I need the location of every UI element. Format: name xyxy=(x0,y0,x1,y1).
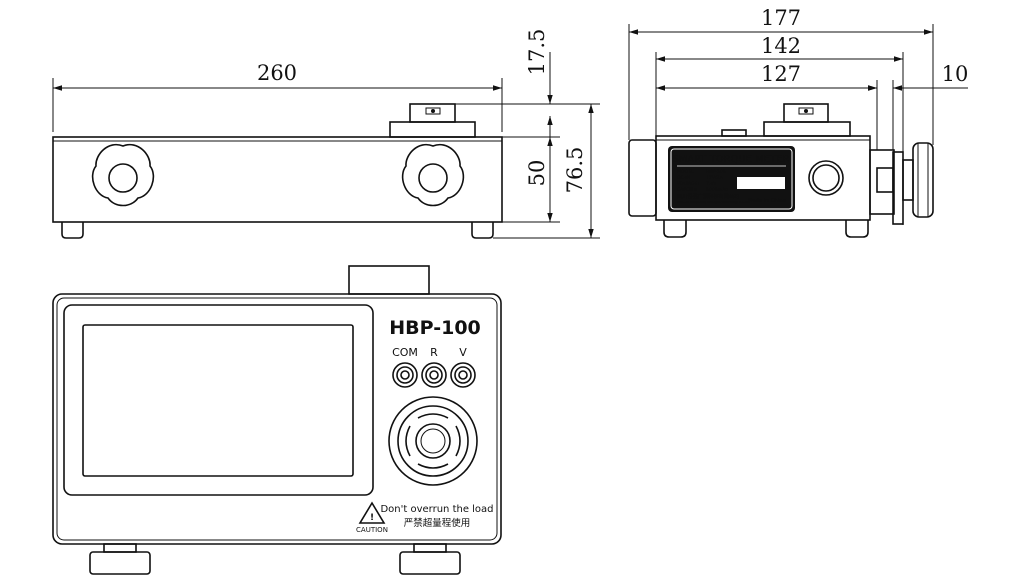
front-view: HBP-100 COM R V xyxy=(52,265,502,575)
side-top-fixture xyxy=(389,103,476,138)
port-label-com: COM xyxy=(392,346,418,359)
dimension-depth-mid-label: 142 xyxy=(761,34,801,58)
nav-down-key[interactable] xyxy=(417,463,449,469)
side-knob-right xyxy=(401,143,465,207)
nameplate-row-value: 12V/2A xyxy=(706,175,723,181)
side-foot-right xyxy=(471,222,494,239)
warning-text-cn: 严禁超量程使用 xyxy=(404,517,471,529)
warning-triangle-icon xyxy=(358,501,386,524)
nav-left-key[interactable] xyxy=(405,425,411,457)
side-body xyxy=(52,136,503,223)
end-connector xyxy=(808,160,844,196)
nameplate-company-cn: 四川恒强广测科技有限公司 xyxy=(677,192,739,200)
nameplate-row-value: 7.4V xyxy=(706,181,717,187)
warning-text-en: Don't overrun the load xyxy=(380,504,493,515)
nameplate-row-value: 5000mAh xyxy=(706,187,728,193)
port-label-r: R xyxy=(430,346,438,359)
nameplate-row-key: MODEL xyxy=(677,169,694,175)
front-foot-right xyxy=(399,543,461,575)
front-body xyxy=(52,293,502,545)
caution-label: CAUTION xyxy=(356,526,388,534)
nameplate-serial-box xyxy=(737,177,785,189)
side-knob-left xyxy=(91,143,155,207)
front-foot-left xyxy=(89,543,151,575)
end-knob-assembly xyxy=(869,142,934,225)
end-top-lug xyxy=(721,129,747,137)
nameplate-row-key: VOLTAGE: xyxy=(677,181,700,187)
front-top-connector xyxy=(348,265,430,295)
nameplate-company-en: Sichuan Hengqiang Guangce Technology Co.… xyxy=(677,200,750,204)
dimension-body-height-label: 50 xyxy=(525,160,549,187)
dimension-depth-body: 127 xyxy=(656,62,877,91)
end-view: 177 142 127 10 xyxy=(628,6,969,238)
navigation-pad[interactable] xyxy=(388,396,478,486)
end-foot-right xyxy=(845,220,869,238)
side-view: 260 17.5 xyxy=(52,29,600,239)
screen-bezel xyxy=(63,304,374,496)
end-rear-bumper xyxy=(628,139,657,217)
model-label: HBP-100 xyxy=(389,317,481,339)
nameplate: SMART TORQUE METER MODEL HBP-500 DC-IN: … xyxy=(668,146,795,212)
dimension-depth-total-label: 177 xyxy=(761,6,801,30)
dimension-depth-total: 177 xyxy=(629,6,933,35)
nameplate-row-key: DC-IN: xyxy=(677,175,692,181)
dimension-body-height: 50 xyxy=(525,137,553,222)
nameplate-origin: Made in China xyxy=(748,198,786,204)
nav-right-key[interactable] xyxy=(455,425,461,457)
dimension-flange: 10 xyxy=(858,62,969,91)
side-foot-left xyxy=(61,222,84,239)
nameplate-row-value: HBP-500 xyxy=(706,169,726,175)
dimension-total-height-label: 76.5 xyxy=(563,147,587,194)
dimension-width: 260 xyxy=(53,61,502,91)
port-v[interactable] xyxy=(450,362,476,388)
end-foot-left xyxy=(663,220,687,238)
end-top-fixture xyxy=(763,103,851,137)
nav-up-key[interactable] xyxy=(417,413,449,419)
caution-symbol: ! CAUTION xyxy=(356,501,388,534)
nameplate-row-key: CAPCITY: xyxy=(677,187,698,193)
dimension-depth-mid: 142 xyxy=(656,34,903,62)
port-com[interactable] xyxy=(392,362,418,388)
dimension-width-label: 260 xyxy=(257,61,297,85)
nameplate-title: SMART TORQUE METER xyxy=(672,154,789,165)
dimension-top-height: 17.5 xyxy=(525,29,553,137)
svg-text:!: ! xyxy=(370,513,374,523)
port-r[interactable] xyxy=(421,362,447,388)
display-screen xyxy=(82,324,354,477)
dimension-top-height-label: 17.5 xyxy=(525,29,549,76)
dimension-flange-label: 10 xyxy=(942,62,969,86)
port-label-v: V xyxy=(459,346,467,359)
dimension-total-height: 76.5 xyxy=(563,104,594,238)
dimension-depth-body-label: 127 xyxy=(761,62,801,86)
